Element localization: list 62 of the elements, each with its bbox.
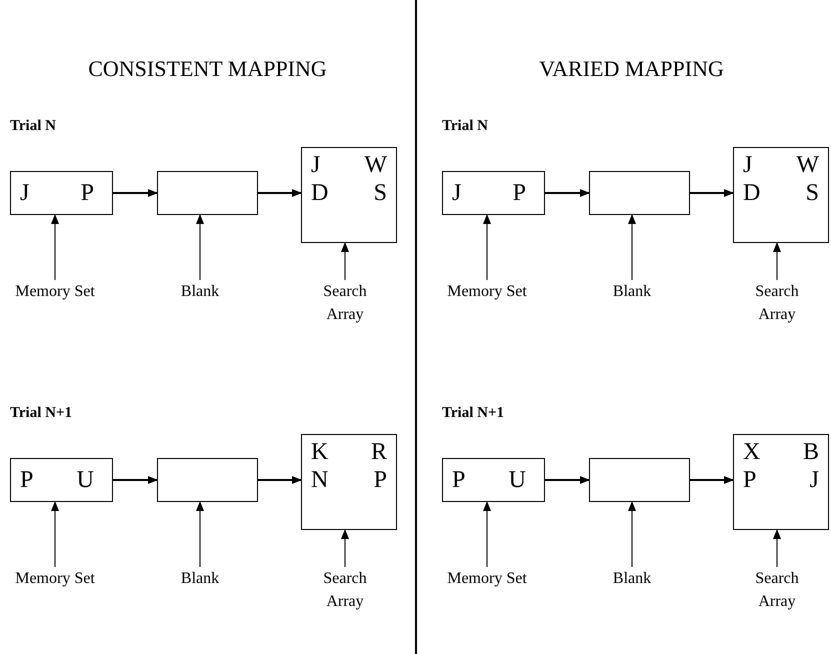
letter: B — [802, 439, 819, 467]
letter: P — [452, 466, 466, 495]
blank-box — [157, 458, 258, 502]
letter: D — [743, 180, 762, 208]
letter: J — [808, 466, 819, 494]
letter: X — [743, 439, 762, 467]
letter: R — [370, 439, 387, 467]
leader-arrow — [773, 529, 781, 568]
trial-heading: Trial N+1 — [442, 404, 506, 423]
letter: K — [311, 439, 330, 467]
leader-arrow — [483, 501, 491, 568]
trial-heading: Trial N — [442, 117, 489, 136]
column-heading: CONSISTENT MAPPING — [87, 55, 328, 83]
leader-arrow — [483, 214, 491, 280]
stimulus-box — [442, 458, 545, 502]
arrow — [258, 189, 302, 197]
letter: U — [76, 466, 94, 495]
trial-heading: Trial N — [10, 117, 57, 136]
leader-arrow — [51, 214, 59, 280]
letter: P — [20, 466, 34, 495]
blank-box — [589, 171, 690, 215]
leader-arrow — [628, 501, 636, 568]
blank-box — [589, 458, 690, 502]
stimulus-box — [442, 171, 545, 215]
letter: P — [512, 179, 526, 208]
letter: J — [311, 152, 322, 180]
letter: P — [743, 466, 758, 494]
leader-arrow — [341, 242, 349, 280]
arrow — [258, 476, 302, 484]
stimulus-box — [733, 434, 829, 530]
stimulus-box — [733, 147, 829, 243]
letter: S — [372, 180, 387, 208]
trial-heading: Trial N+1 — [10, 404, 74, 423]
letter: J — [743, 152, 754, 180]
arrow — [113, 476, 158, 484]
blank-box — [157, 171, 258, 215]
letter: N — [311, 466, 330, 494]
letter: P — [372, 466, 387, 494]
leader-arrow — [196, 214, 204, 280]
stimulus-box — [10, 458, 113, 502]
leader-arrow — [196, 501, 204, 568]
arrow — [690, 189, 734, 197]
letter: S — [804, 180, 819, 208]
letter: U — [508, 466, 526, 495]
letter: J — [452, 179, 462, 208]
leader-arrow — [628, 214, 636, 280]
column-heading: VARIED MAPPING — [538, 55, 725, 83]
arrow — [113, 189, 158, 197]
stimulus-box — [301, 147, 397, 243]
letter: W — [363, 152, 387, 180]
letter: P — [80, 179, 94, 208]
letter: J — [20, 179, 30, 208]
stimulus-box — [301, 434, 397, 530]
leader-arrow — [341, 529, 349, 568]
leader-arrow — [51, 501, 59, 568]
arrow — [545, 189, 590, 197]
arrow — [545, 476, 590, 484]
letter: D — [311, 180, 330, 208]
letter: W — [795, 152, 819, 180]
stimulus-box — [10, 171, 113, 215]
arrow — [690, 476, 734, 484]
leader-arrow — [773, 242, 781, 280]
